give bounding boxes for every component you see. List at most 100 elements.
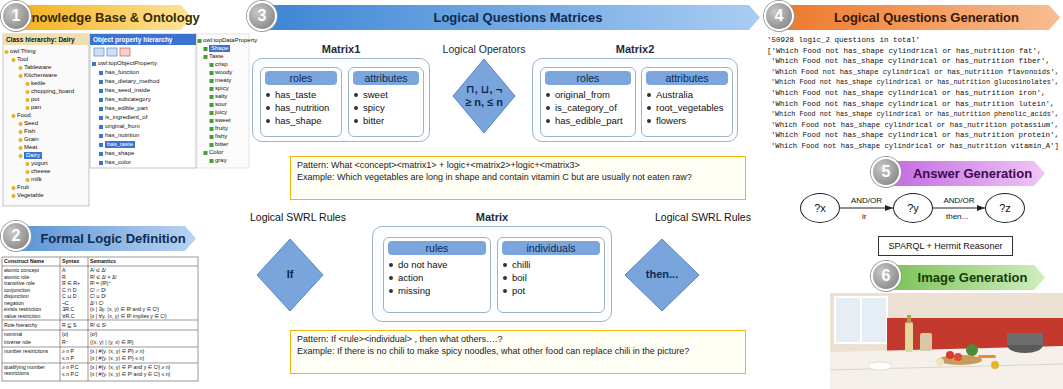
table-cell: R ⊑ S [62, 323, 76, 329]
class-icon [19, 122, 23, 126]
object-pane-tab [90, 34, 196, 45]
pattern-text: Pattern: If <rule><individual> , then wh… [297, 334, 739, 346]
toolbar-icon [94, 48, 104, 56]
code-line: 'Which Food not has_shape cylindrical or… [771, 89, 1046, 98]
class-item: Tool [17, 56, 28, 63]
data-property-item: Shape [209, 45, 230, 52]
data-property-icon [210, 71, 214, 75]
table-cell: Rᴵ = (Rᴵ)⁺ [90, 281, 111, 287]
class-item: Fruit [17, 184, 29, 191]
bullet-dot [389, 263, 393, 267]
class-item: Tableware [24, 64, 51, 71]
matrix-group: Matrix1roleshas_tastehas_nutritionhas_sh… [252, 58, 430, 142]
class-item: pot [31, 96, 39, 103]
step-number-circle: 6 [871, 261, 901, 291]
property-item: has_edible_part [105, 105, 148, 112]
data-property-icon [198, 39, 202, 43]
list-item-text: is_category_of [555, 102, 617, 113]
list-header: roles [265, 71, 337, 85]
list-item: missing [389, 285, 490, 296]
matrix-list-box: rulesdo not haveactionmissing [383, 237, 491, 313]
object-property-icon [99, 161, 103, 165]
data-property-icon [210, 63, 214, 67]
class-icon [26, 82, 30, 86]
variable-circle: ?x [800, 193, 840, 223]
data-property-item: sweet [215, 117, 231, 124]
table-cell: nominal [4, 332, 59, 338]
class-item: Grain [24, 136, 39, 143]
table-rule [2, 347, 198, 348]
code-line: 'Which Food not has_shape cylindrical or… [771, 142, 1059, 151]
property-item: has_seed_inside [105, 87, 150, 94]
counter-edge [830, 364, 1063, 370]
data-property-item: Taste [209, 53, 223, 60]
step-number-circle: 5 [871, 157, 901, 187]
box-text: SPARQL + Hermit Reasoner [889, 241, 1003, 251]
class-icon [19, 146, 23, 150]
logic-diamond: If [256, 238, 324, 312]
object-property-icon [99, 98, 103, 102]
list-item-text: flowers [656, 115, 686, 126]
object-property-icon [99, 143, 103, 147]
ontology-screenshot [3, 34, 249, 206]
list-header: rules [388, 241, 486, 255]
matrix-list-box: roles original_from is_category_of has_edib… [540, 67, 636, 137]
list-item-text: original_from [555, 89, 610, 100]
class-item: owl:Thing [10, 48, 36, 55]
class-item: kettle [31, 80, 45, 87]
bullet-dot [546, 93, 550, 97]
class-icon [26, 170, 30, 174]
list-item: has_taste [266, 89, 341, 100]
banner-title: Image Generation [918, 270, 1028, 285]
list-header: attributes [353, 71, 419, 85]
data-pane [197, 34, 249, 168]
list-item-text: root_vegetables [656, 102, 724, 113]
object-property-icon [99, 134, 103, 138]
class-item: Kitchenware [24, 72, 57, 79]
reasoner-box: SPARQL + Hermit Reasoner [878, 236, 1013, 256]
class-icon [19, 130, 23, 134]
matrix-list-box: attributesAustraliaroot_vegetablesflower… [641, 67, 733, 137]
wall [830, 293, 1063, 389]
diamond-fill [625, 239, 699, 311]
class-icon [12, 186, 16, 190]
class-icon [19, 74, 23, 78]
class-icon [19, 154, 23, 158]
data-property-item: Color [209, 149, 223, 156]
class-icon [26, 98, 30, 102]
list-item-text: Australia [656, 89, 693, 100]
table-cell: {x | #{y. ⟨x, y⟩ ∈ Pᴵ} ≥ n} [90, 349, 144, 355]
bullet-dot [647, 93, 651, 97]
banner-title: Answer Generation [913, 166, 1032, 181]
table-cell: Construct Name [4, 259, 59, 265]
step-banner: Formal Logic Definition [20, 226, 196, 251]
code-line: 'Which Food not has_shape cylindrical or… [771, 110, 1059, 119]
class-item: pan [31, 104, 41, 111]
diamond-text: then... [646, 268, 678, 281]
banner-fill [890, 161, 1045, 186]
list-header: roles [545, 71, 631, 85]
data-property-icon [204, 47, 208, 51]
table-cell: qualifying number restrictions [4, 365, 59, 377]
variable-text: ?y [907, 202, 919, 214]
table-cell: ≤ n P [62, 356, 74, 362]
bullet-dot [647, 106, 651, 110]
data-property-item: meaty [215, 77, 231, 84]
class-icon [12, 58, 16, 62]
matrix-list-box: individualschilliboilpot [497, 237, 605, 313]
data-property-icon [210, 143, 214, 147]
object-pane [90, 34, 196, 168]
object-property-icon [99, 80, 103, 84]
banner-title: Knowledge Base & Ontology [22, 10, 200, 25]
list-item-text: boil [512, 272, 527, 283]
tomato [946, 351, 954, 359]
list-item-text: has_edible_part [555, 115, 623, 126]
table-cell: A [62, 268, 65, 274]
bullet-dot [266, 119, 270, 123]
list-item-text: missing [398, 285, 430, 296]
table-cell: {x | #{y. ⟨x, y⟩ ∈ Pᴵ and y ∈ Cᴵ} ≥ n} [90, 365, 170, 371]
data-property-icon [210, 111, 214, 115]
table-cell: {⟨x, y⟩ | ⟨y, x⟩ ∈ Rᴵ} [90, 340, 134, 346]
table-border [2, 257, 198, 381]
class-icon [26, 162, 30, 166]
